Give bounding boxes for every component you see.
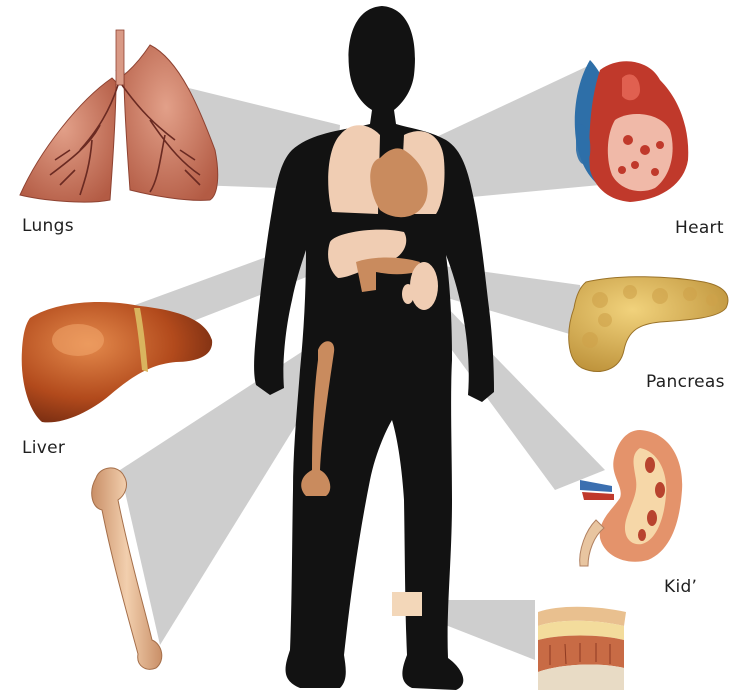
inner-skin-patch [392, 592, 422, 616]
skin-illustration [538, 607, 626, 690]
lungs-label: Lungs [22, 216, 74, 236]
lungs-illustration [20, 30, 218, 202]
inner-kidney [410, 262, 438, 310]
liver-label: Liver [22, 438, 65, 458]
kidney-label: Kidʼ [664, 577, 697, 597]
pancreas-label: Pancreas [646, 372, 725, 392]
heart-label: Heart [675, 218, 724, 238]
kidney-illustration [580, 430, 682, 566]
pancreas-illustration [569, 277, 728, 372]
liver-illustration [22, 302, 212, 422]
